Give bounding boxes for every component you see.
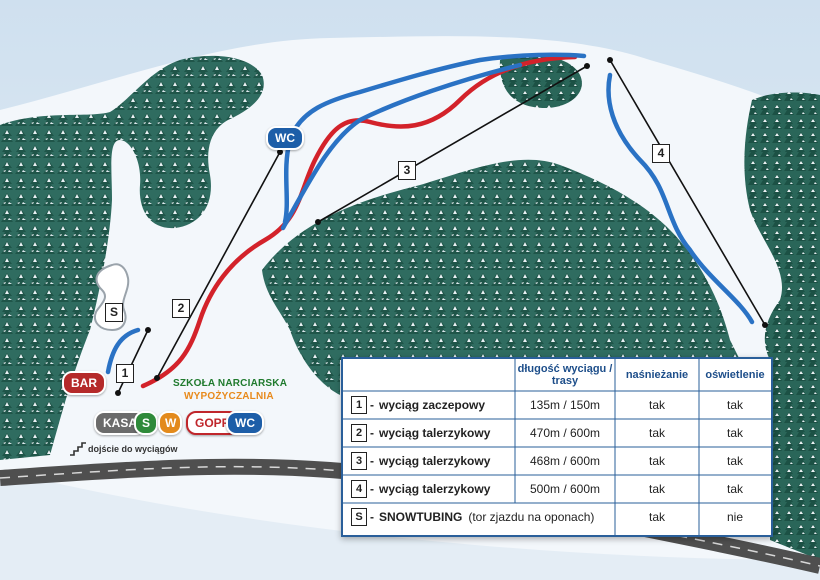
row-name-text: SNOWTUBING (379, 510, 463, 524)
row-lighting: tak (726, 482, 743, 496)
row-id: 1 (351, 396, 367, 414)
legend-grid (343, 359, 771, 535)
row-id: 2 (351, 424, 367, 442)
row-dash: - (370, 482, 374, 496)
row-name: wyciąg talerzykowy (379, 454, 491, 468)
col-length-header: długość wyciągu / trasy (517, 363, 613, 387)
row-snowmaking: tak (648, 510, 665, 524)
lift-station (315, 219, 321, 225)
col-lighting-header: oświetlenie (705, 369, 765, 381)
legend-row: 2 - wyciąg talerzykowy 470m / 600m tak t… (343, 419, 771, 447)
lift-station (277, 149, 283, 155)
legend-header: długość wyciągu / trasy naśnieżanie oświ… (343, 359, 771, 391)
rental-label: WYPOŻYCZALNIA (184, 391, 274, 402)
row-lighting: tak (726, 426, 743, 440)
forest-top-grove (499, 55, 582, 108)
lift-marker-3[interactable]: 3 (398, 161, 416, 180)
snowtubing-marker[interactable]: S (105, 303, 123, 322)
lift-line-2[interactable] (156, 151, 281, 379)
road-centerline (0, 465, 820, 567)
row-name: wyciąg talerzykowy (379, 482, 491, 496)
snow-foreground (0, 470, 820, 580)
row-snowmaking: tak (648, 482, 665, 496)
stairs-icon (70, 442, 86, 456)
ski-run-red[interactable] (140, 54, 578, 389)
lift-stations (115, 57, 768, 396)
legend-row: 3 - wyciąg talerzykowy 468m / 600m tak t… (343, 447, 771, 475)
ski-school-label: SZKOŁA NARCIARSKA (173, 378, 288, 389)
row-length: 470m / 600m (529, 426, 601, 440)
ski-school-badge[interactable]: S (134, 411, 158, 435)
row-length: 468m / 600m (529, 454, 601, 468)
legend-row: 4 - wyciąg talerzykowy 500m / 600m tak t… (343, 475, 771, 503)
row-dash: - (370, 398, 374, 412)
row-name: wyciąg talerzykowy (379, 426, 491, 440)
wc-top-badge[interactable]: WC (266, 126, 304, 150)
row-snowmaking: tak (648, 454, 665, 468)
lift-line-3[interactable] (317, 65, 588, 223)
ski-run-blue-top[interactable] (282, 52, 587, 225)
row-lighting: tak (726, 454, 743, 468)
forest-left (0, 55, 264, 461)
legend-table: długość wyciągu / trasy naśnieżanie oświ… (341, 357, 773, 537)
row-dash: - (370, 454, 374, 468)
lift-lines (117, 59, 766, 394)
lift-station (607, 57, 613, 63)
wc-bottom-badge[interactable]: WC (226, 411, 264, 435)
lift-marker-1[interactable]: 1 (116, 364, 134, 383)
lift-station (145, 327, 151, 333)
row-snowmaking: tak (648, 398, 665, 412)
forest-center (262, 159, 740, 395)
row-id: 3 (351, 452, 367, 470)
lift-station (762, 322, 768, 328)
lift-line-4[interactable] (609, 59, 766, 326)
ski-run-blue-right[interactable] (606, 72, 755, 325)
row-snowmaking: tak (648, 426, 665, 440)
row-length: 135m / 150m (529, 398, 601, 412)
access-label: dojście do wyciągów (88, 444, 178, 454)
row-length: 500m / 600m (529, 482, 601, 496)
lift-station (154, 375, 160, 381)
lift-station (115, 390, 121, 396)
lift-station (584, 63, 590, 69)
legend-row: 1 - wyciąg zaczepowy 135m / 150m tak tak (343, 391, 771, 419)
row-note: (tor zjazdu na oponach) (468, 510, 595, 524)
lift-marker-4[interactable]: 4 (652, 144, 670, 163)
row-lighting: tak (726, 398, 743, 412)
row-dash: - (370, 426, 374, 440)
forest-right (744, 92, 820, 561)
row-lighting: nie (726, 510, 743, 524)
row-name: wyciąg zaczepowy (379, 398, 486, 412)
rental-badge[interactable]: W (158, 411, 182, 435)
row-dash: - (370, 510, 374, 524)
row-id: S (351, 508, 367, 526)
row-id: 4 (351, 480, 367, 498)
lift-marker-2[interactable]: 2 (172, 299, 190, 318)
col-snowmaking-header: naśnieżanie (625, 369, 689, 381)
ski-run-blue-beginner[interactable] (105, 327, 141, 375)
row-name: SNOWTUBING (tor zjazdu na oponach) (379, 508, 594, 526)
legend-row: S - SNOWTUBING (tor zjazdu na oponach) ta… (343, 503, 771, 535)
bar-badge[interactable]: BAR (62, 371, 106, 395)
ski-run-blue-branch[interactable] (280, 62, 523, 231)
